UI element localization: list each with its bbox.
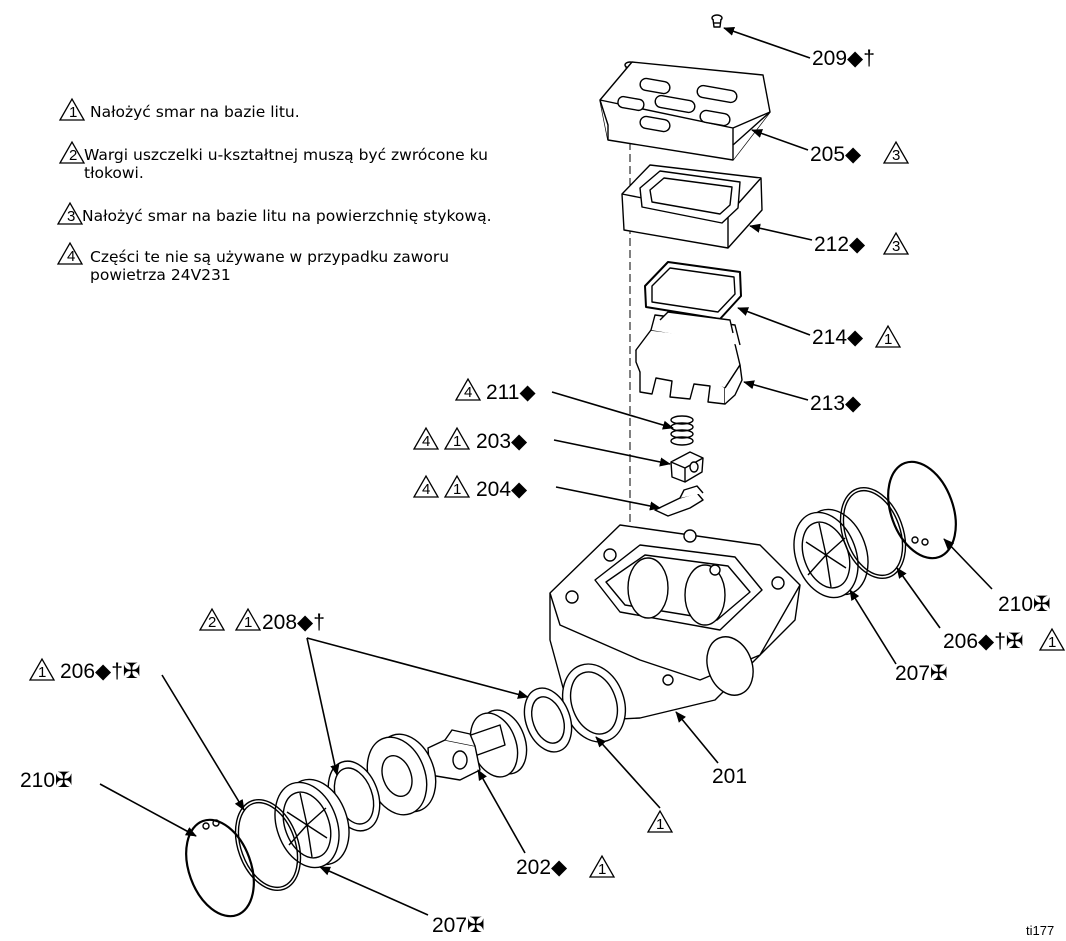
- seal-208-right: [516, 681, 580, 758]
- label-208-note2-num: 2: [208, 614, 216, 631]
- label-210-left: 210✠: [20, 769, 73, 792]
- label-206-right: 206◆†✠: [943, 630, 1023, 653]
- housing-201: [550, 525, 800, 751]
- snap-ring-210-right: [876, 452, 968, 567]
- label-bore-note-num: 1: [656, 816, 664, 833]
- note-2: 2 Wargi uszczelki u-kształtnej muszą być…: [59, 141, 488, 182]
- label-203: 203◆: [476, 430, 528, 453]
- label-205: 205◆: [810, 143, 862, 166]
- label-212: 212◆: [814, 233, 866, 256]
- ring-206-right: [829, 479, 918, 588]
- label-212-note-num: 3: [892, 238, 900, 255]
- frame-212: [622, 165, 762, 248]
- note-3-number: 3: [67, 208, 75, 225]
- gasket-214: [645, 262, 741, 319]
- notes-legend: 1 Nałożyć smar na bazie litu. 2 Wargi us…: [57, 98, 492, 284]
- snap-ring-210-left: [174, 810, 266, 925]
- note-4-text-line1: Części te nie są używane w przypadku zaw…: [90, 248, 449, 266]
- label-204-note4-num: 4: [422, 481, 430, 498]
- figure-id: ti177: [1026, 923, 1054, 938]
- label-208: 208◆†: [262, 611, 325, 634]
- leader-lines: [99, 26, 993, 916]
- cup-203: [671, 452, 703, 482]
- note-1-text: Nałożyć smar na bazie litu.: [90, 103, 300, 121]
- label-205-note-num: 3: [892, 147, 900, 164]
- label-213: 213◆: [810, 392, 862, 415]
- note-4: 4 Części te nie są używane w przypadku z…: [57, 242, 449, 284]
- note-3-text: Nałożyć smar na bazie litu na powierzchn…: [82, 207, 492, 225]
- label-203-note4-num: 4: [422, 433, 430, 450]
- label-208-note1-num: 1: [244, 614, 252, 631]
- plate-204: [655, 486, 703, 516]
- label-202-note-num: 1: [598, 861, 606, 878]
- note-2-text-line2: tłokowi.: [84, 164, 144, 182]
- note-2-number: 2: [69, 147, 77, 164]
- label-204: 204◆: [476, 478, 528, 501]
- piston-202: [357, 703, 535, 823]
- valve-block-213: [636, 312, 742, 404]
- note-1-number: 1: [69, 104, 77, 121]
- callout-labels: 209◆† 205◆ 3 212◆ 3 214◆ 1 213◆ 4 211◆ 4…: [20, 47, 1065, 938]
- label-202: 202◆: [516, 856, 568, 879]
- label-214-note-num: 1: [884, 331, 892, 348]
- note-4-number: 4: [67, 248, 75, 265]
- label-207-right: 207✠: [895, 662, 948, 685]
- note-2-text-line1: Wargi uszczelki u-kształtnej muszą być z…: [84, 146, 488, 164]
- label-211-note-num: 4: [464, 384, 472, 401]
- label-210-right: 210✠: [998, 593, 1051, 616]
- label-214: 214◆: [812, 326, 864, 349]
- label-204-note1-num: 1: [453, 481, 461, 498]
- note-3: 3 Nałożyć smar na bazie litu na powierzc…: [57, 202, 492, 225]
- cover-plate-205: [600, 62, 770, 160]
- label-211: 211◆: [486, 381, 536, 404]
- screw-209: [712, 15, 722, 27]
- label-206-left: 206◆†✠: [60, 660, 140, 683]
- label-206-left-note-num: 1: [38, 664, 46, 681]
- label-207-bottom: 207✠: [432, 914, 485, 937]
- label-201: 201: [712, 765, 747, 788]
- label-209: 209◆†: [812, 47, 875, 70]
- note-4-text-line2: powietrza 24V231: [90, 266, 231, 284]
- note-1: 1 Nałożyć smar na bazie litu.: [59, 98, 300, 121]
- ring-206-left: [224, 791, 313, 900]
- spring-211: [671, 416, 693, 445]
- label-206-right-note-num: 1: [1048, 634, 1056, 651]
- label-203-note1-num: 1: [453, 433, 461, 450]
